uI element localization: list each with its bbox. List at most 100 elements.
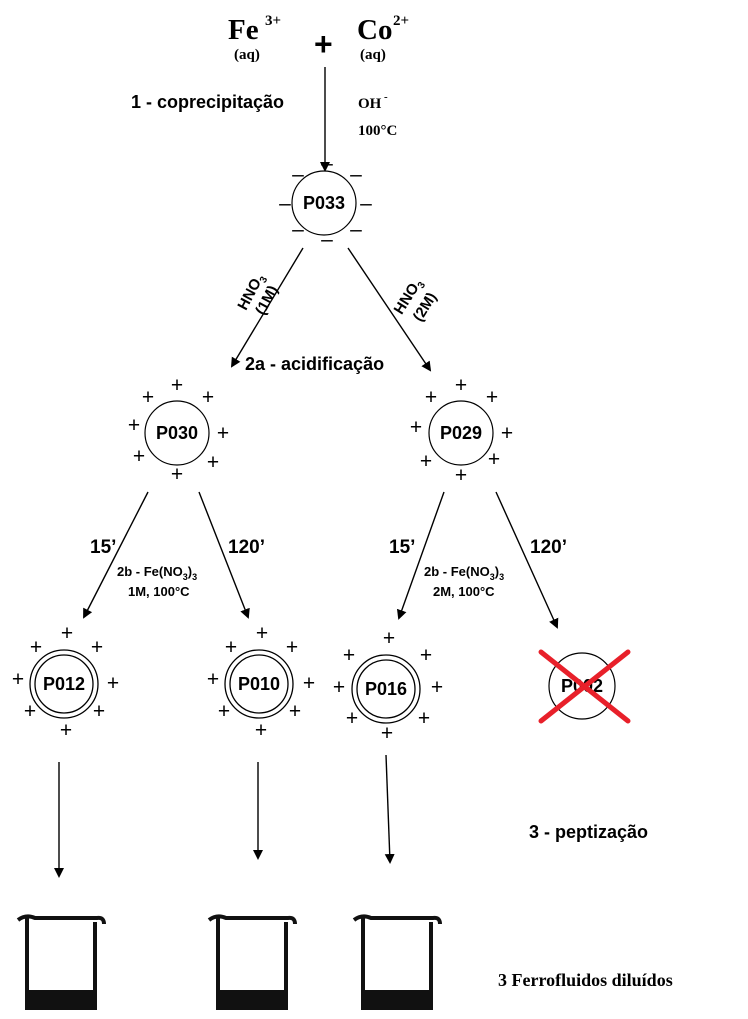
- positive-charge: +: [202, 386, 214, 409]
- positive-charge: +: [455, 464, 467, 487]
- positive-charge: +: [255, 719, 267, 742]
- acid-left-label: HNO3 (1M): [234, 275, 281, 318]
- positive-charges: + + + + + + + +: [207, 622, 315, 742]
- positive-charge: +: [303, 672, 315, 695]
- beaker-p010: [203, 910, 297, 1010]
- co-state: (aq): [360, 47, 386, 63]
- particle-circle: [144, 400, 210, 466]
- beaker-rim: [207, 914, 297, 925]
- positive-charge: +: [455, 374, 467, 397]
- plus-sign: +: [314, 26, 333, 62]
- node-p012: P012 + + + + + + + +: [12, 622, 119, 742]
- cross-out-mark: [538, 649, 631, 724]
- reactants: Fe 3+ (aq) + Co 2+ (aq): [228, 13, 409, 63]
- positive-charge: +: [107, 672, 119, 695]
- co-charge: 2+: [393, 13, 409, 29]
- right-time-long: 120’: [530, 537, 567, 558]
- acid-right-label: HNO3 (2M): [391, 280, 441, 325]
- node-p029: P029 + + + + + + + +: [410, 374, 513, 487]
- positive-charge: +: [12, 668, 24, 691]
- arrow-p016-peptization: [384, 754, 395, 864]
- negative-charges: – – – – – – – –: [279, 152, 372, 251]
- step1-reagent-charge: -: [384, 91, 388, 103]
- negative-charge: –: [279, 192, 291, 215]
- step1-temperature: 100°C: [358, 123, 397, 139]
- negative-charge: –: [292, 218, 304, 241]
- step1-reagent: OH: [358, 96, 382, 112]
- positive-charge: +: [30, 636, 42, 659]
- particle-inner-core: [356, 659, 416, 719]
- positive-charge: +: [171, 463, 183, 486]
- node-label: P033: [303, 193, 345, 213]
- negative-charge: –: [350, 218, 362, 241]
- co-symbol: Co: [357, 14, 392, 46]
- step2a-label: 2a - acidificação: [245, 354, 384, 374]
- right-treatment-reagent: 2b - Fe(NO3)3: [424, 564, 504, 582]
- positive-charge: +: [420, 644, 432, 667]
- positive-charge: +: [346, 707, 358, 730]
- negative-charge: –: [360, 192, 372, 215]
- particle-inner-core: [229, 654, 289, 714]
- node-p002-discarded: P002: [538, 649, 631, 724]
- positive-charge: +: [488, 448, 500, 471]
- node-label: P010: [238, 674, 280, 694]
- beaker-fluid: [25, 990, 97, 1010]
- node-p033: P033 – – – – – – – –: [279, 152, 372, 251]
- positive-charge: +: [418, 707, 430, 730]
- result-label: 3 Ferrofluidos diluídos: [498, 970, 673, 990]
- positive-charge: +: [486, 386, 498, 409]
- step1-label: 1 - coprecipitação: [131, 92, 284, 112]
- positive-charges: + + + + + + + +: [410, 374, 513, 487]
- positive-charge: +: [410, 416, 422, 439]
- particle-circle: [291, 170, 357, 236]
- left-time-long: 120’: [228, 537, 265, 558]
- positive-charge: +: [333, 676, 345, 699]
- positive-charge: +: [381, 722, 393, 745]
- node-label: P029: [440, 423, 482, 443]
- node-p010: P010 + + + + + + + +: [207, 622, 315, 742]
- fe-symbol: Fe: [228, 14, 259, 46]
- right-time-short: 15’: [389, 537, 415, 558]
- fe-state: (aq): [234, 47, 260, 63]
- left-time-short: 15’: [90, 537, 116, 558]
- node-label: P030: [156, 423, 198, 443]
- positive-charge: +: [61, 622, 73, 645]
- positive-charge: +: [128, 414, 140, 437]
- arrow-acid-1m: [230, 247, 304, 368]
- arrow-p030-15min: [83, 491, 149, 619]
- arrow-p029-15min: [396, 491, 445, 620]
- particle-circle: [428, 400, 494, 466]
- beaker-walls: [216, 918, 288, 990]
- negative-charge: –: [292, 163, 304, 186]
- positive-charges: + + + + + + + +: [128, 374, 229, 486]
- step3-label: 3 - peptização: [529, 822, 648, 842]
- positive-charge: +: [217, 422, 229, 445]
- positive-charge: +: [289, 700, 301, 723]
- left-treatment-reagent: 2b - Fe(NO3)3: [117, 564, 197, 582]
- positive-charge: +: [383, 627, 395, 650]
- node-p016: P016 + + + + + + + +: [333, 627, 443, 745]
- positive-charge: +: [420, 450, 432, 473]
- positive-charge: +: [343, 644, 355, 667]
- beaker-walls: [25, 918, 97, 990]
- beaker-fluid: [361, 990, 433, 1010]
- beaker-rim: [352, 914, 442, 925]
- positive-charge: +: [142, 386, 154, 409]
- negative-charge: –: [321, 228, 333, 251]
- fe-charge: 3+: [265, 13, 281, 29]
- negative-charge: –: [350, 163, 362, 186]
- right-treatment-conditions: 2M, 100°C: [433, 584, 495, 599]
- positive-charge: +: [225, 636, 237, 659]
- positive-charge: +: [60, 719, 72, 742]
- beaker-walls: [361, 918, 433, 990]
- positive-charge: +: [91, 636, 103, 659]
- positive-charge: +: [286, 636, 298, 659]
- positive-charge: +: [218, 700, 230, 723]
- positive-charge: +: [93, 700, 105, 723]
- left-treatment-conditions: 1M, 100°C: [128, 584, 190, 599]
- positive-charge: +: [207, 668, 219, 691]
- beaker-p012: [12, 910, 106, 1010]
- positive-charge: +: [171, 374, 183, 397]
- node-p030: P030 + + + + + + + +: [128, 374, 229, 486]
